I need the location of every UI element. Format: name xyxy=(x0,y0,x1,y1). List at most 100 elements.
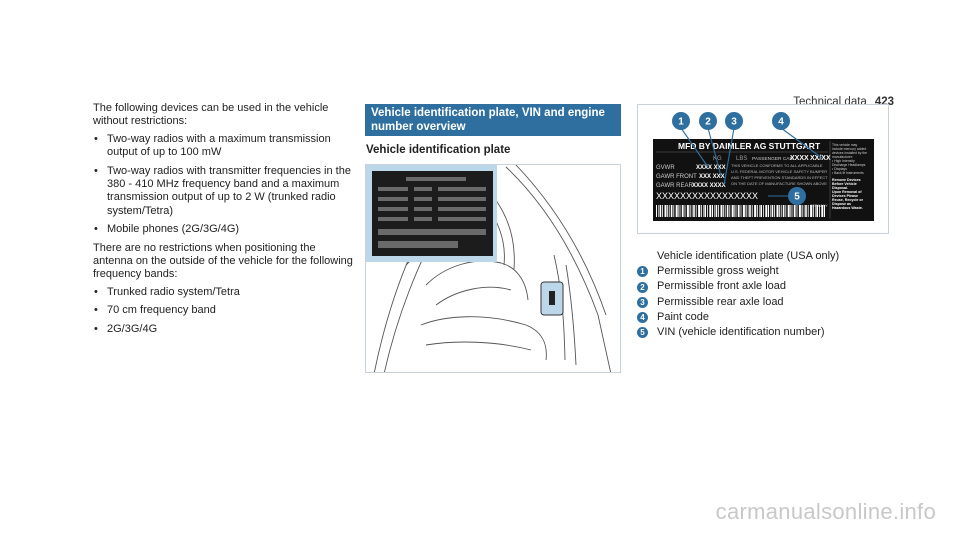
barcode-bar xyxy=(723,205,725,217)
barcode-bar xyxy=(703,205,704,217)
barcode-bar xyxy=(738,205,740,217)
barcode-bar xyxy=(686,205,689,217)
barcode-bar xyxy=(779,205,781,217)
barcode-bar xyxy=(824,205,825,217)
barcode-bar xyxy=(781,205,782,217)
barcode-bar xyxy=(682,205,684,217)
barcode-bar xyxy=(695,205,697,217)
door-illustration xyxy=(365,164,621,373)
callout-number: 3 xyxy=(731,117,737,128)
barcode-bar xyxy=(700,205,702,217)
barcode-bar xyxy=(768,205,769,217)
legend-text: Permissible gross weight xyxy=(657,265,779,278)
barcode-bar xyxy=(821,205,824,217)
plate-conform-line: ON THE DATE OF MANUFACTURE SHOWN ABOVE xyxy=(731,181,827,186)
intro-text: The following devices can be used in the… xyxy=(93,102,329,128)
legend-text: Paint code xyxy=(657,310,709,323)
barcode-bar xyxy=(691,205,693,217)
plate-side-text: manufacturer: xyxy=(832,155,853,159)
barcode-bar xyxy=(810,205,813,217)
barcode-bar xyxy=(771,205,774,217)
barcode-bar xyxy=(725,205,726,217)
callout-3 xyxy=(725,112,743,130)
barcode-bar xyxy=(776,205,779,217)
barcode-bar xyxy=(693,205,695,217)
plate-lbs: LBS xyxy=(736,156,747,162)
plate-passenger-car: PASSENGER CAR xyxy=(752,156,793,162)
barcode-bar xyxy=(763,205,764,217)
plate-side-bold: Upon Removal of xyxy=(832,190,862,194)
barcode-bar xyxy=(792,205,794,217)
callout-5 xyxy=(788,187,806,205)
device-list: Two-way radios with a maximum transmissi… xyxy=(93,133,353,237)
callout-number: 4 xyxy=(778,117,784,128)
plate-side-text: devices installed by the xyxy=(832,151,867,155)
barcode-bar xyxy=(707,205,708,217)
plate-row-label: GAWR REAR xyxy=(656,183,693,189)
barcode-bar xyxy=(669,205,670,217)
barcode-bar xyxy=(803,205,805,217)
barcode-bar xyxy=(675,205,678,217)
barcode-bar xyxy=(673,205,675,217)
plate-side-text: Discharge Headlamps xyxy=(832,163,866,167)
legend-number: 2 xyxy=(637,281,648,293)
plate-vin: XXXXXXXXXXXXXXXXX xyxy=(656,191,758,201)
plate-conform-line: AND THEFT PREVENTION STANDARDS IN EFFECT xyxy=(731,175,828,180)
callout-number: 1 xyxy=(678,117,684,128)
barcode-bar xyxy=(734,205,736,217)
barcode-bar xyxy=(785,205,787,217)
legend-number: 4 xyxy=(637,311,648,323)
callout-number: 5 xyxy=(794,192,800,203)
barcode-bar xyxy=(729,205,731,217)
barcode-bar xyxy=(664,205,667,217)
callout-number: 2 xyxy=(705,117,711,128)
plate-kg: KG xyxy=(713,156,722,162)
barcode-bar xyxy=(680,205,682,217)
barcode-bar xyxy=(726,205,729,217)
barcode-bar xyxy=(747,205,749,217)
barcode-bar xyxy=(698,205,701,217)
list-item: Trunked radio system/Tetra xyxy=(93,286,353,300)
barcode-bar xyxy=(731,205,734,217)
plate-legend: Vehicle identification plate (USA only) … xyxy=(637,249,839,340)
barcode-bar xyxy=(712,205,713,217)
legend-text: Permissible rear axle load xyxy=(657,295,784,308)
barcode-bar xyxy=(765,205,768,217)
plate-row-label: GVWR xyxy=(656,165,675,171)
subsection-title: Vehicle identification plate xyxy=(366,144,511,156)
barcode-bar xyxy=(801,205,803,217)
identification-plate-drawing: MFD BY DAIMLER AG STUTTGART KG LBS PASSE… xyxy=(653,112,874,221)
barcode-bar xyxy=(678,205,680,217)
section-title-bar: Vehicle identification plate, VIN and en… xyxy=(365,104,621,136)
plate-side-bold: Devices Please xyxy=(832,194,858,198)
barcode-bar xyxy=(718,205,719,217)
barcode-bar xyxy=(782,205,785,217)
barcode-bar xyxy=(745,205,747,217)
barcode-bar xyxy=(742,205,745,217)
callout-4 xyxy=(772,112,790,130)
legend-number: 5 xyxy=(637,327,648,339)
list-item: Mobile phones (2G/3G/4G) xyxy=(93,223,353,237)
plate-date-value: XX/XX xyxy=(810,155,831,162)
plate-barcode xyxy=(656,205,825,217)
barcode-bar xyxy=(720,205,723,217)
barcode-bar xyxy=(774,205,775,217)
barcode-bar xyxy=(756,205,758,217)
section-title: Vehicle identification plate, VIN and en… xyxy=(371,107,605,133)
plate-side-text: • High Intensity xyxy=(832,159,855,163)
list-item: Two-way radios with transmitter frequenc… xyxy=(93,165,353,219)
plate-conform-line: U.S. FEDERAL MOTOR VEHICLE SAFETY BUMPER xyxy=(731,169,827,174)
list-item: 70 cm frequency band xyxy=(93,304,353,318)
barcode-bar xyxy=(816,205,818,217)
barcode-bar xyxy=(740,205,742,217)
identification-plate-figure: MFD BY DAIMLER AG STUTTGART KG LBS PASSE… xyxy=(637,104,889,234)
barcode-bar xyxy=(790,205,792,217)
barcode-bar xyxy=(714,205,715,217)
list-item: 2G/3G/4G xyxy=(93,323,353,337)
barcode-bar xyxy=(749,205,751,217)
barcode-bar xyxy=(658,205,659,217)
plate-side-text: include mercury added xyxy=(832,147,866,151)
barcode-bar xyxy=(704,205,706,217)
